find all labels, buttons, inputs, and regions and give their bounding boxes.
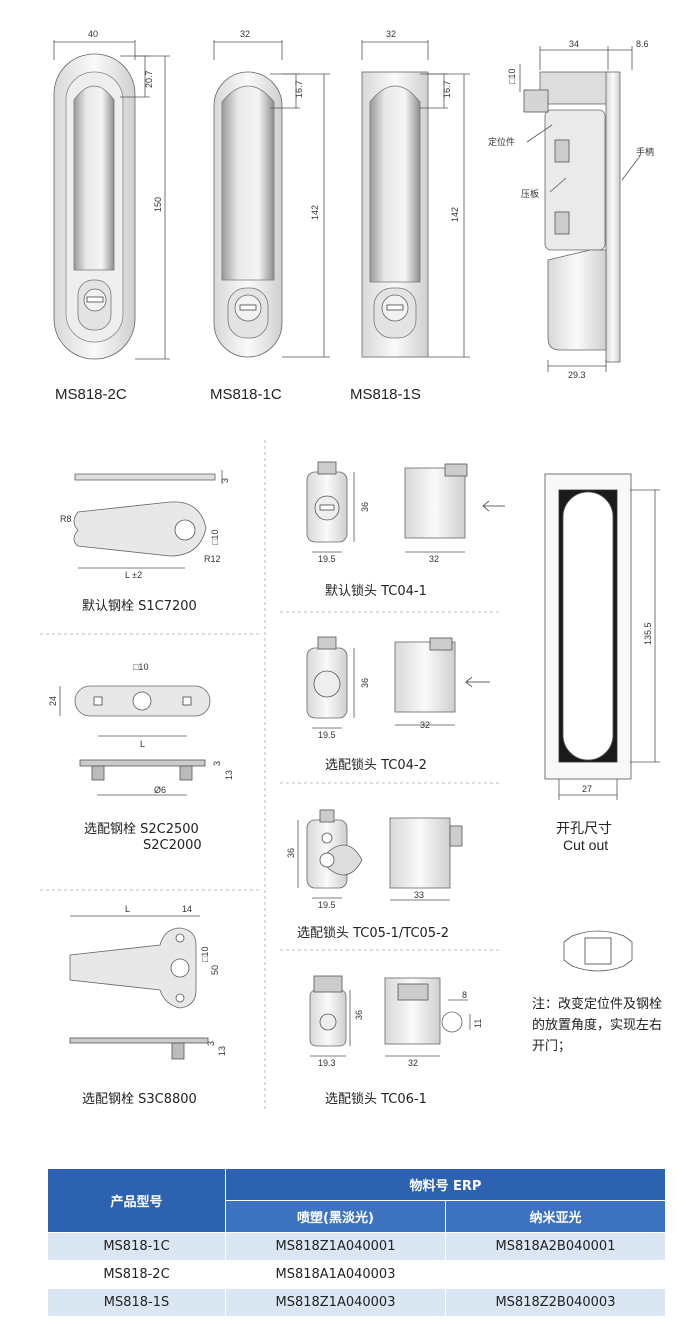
dim-side-d: 29.3 bbox=[568, 370, 586, 380]
cell-model: MS818-1S bbox=[47, 1288, 226, 1317]
model-2c-label: MS818-2C bbox=[55, 386, 127, 403]
cell-nano: MS818Z2B040003 bbox=[444, 1288, 667, 1317]
lock-tc05-drawing bbox=[297, 809, 463, 901]
table-row: MS818-2C MS818A1A040003 bbox=[47, 1260, 667, 1289]
dim-2c-top: 20.7 bbox=[144, 70, 154, 88]
model-1s-label: MS818-1S bbox=[350, 386, 421, 403]
dim-s3-l: L bbox=[125, 904, 130, 914]
table-row: MS818-1S MS818Z1A040003 MS818Z2B040003 bbox=[47, 1288, 667, 1317]
cell-nano: MS818A2B040001 bbox=[444, 1232, 667, 1261]
dim-s3-13: 13 bbox=[217, 1046, 227, 1056]
caption-tc041: 默认锁头 TC04-1 bbox=[325, 584, 427, 599]
dim-tc06-8: 8 bbox=[462, 990, 467, 1000]
dim-s2-phi6: Ø6 bbox=[154, 785, 166, 795]
dim-tc042-195: 19.5 bbox=[318, 730, 336, 740]
caption-s3: 选配钢栓 S3C8800 bbox=[82, 1092, 197, 1107]
dim-tc05-36: 36 bbox=[286, 848, 296, 858]
dim-s2-13: 13 bbox=[224, 770, 234, 780]
dim-s3-sq: □10 bbox=[200, 947, 210, 962]
cell-model: MS818-1C bbox=[47, 1232, 226, 1261]
dim-side-b: 8.6 bbox=[636, 39, 649, 49]
cell-spray: MS818Z1A040001 bbox=[225, 1232, 446, 1261]
caption-tc042: 选配锁头 TC04-2 bbox=[325, 758, 427, 773]
label-handle: 手柄 bbox=[636, 146, 654, 157]
dim-s1-l: L ±2 bbox=[125, 570, 142, 580]
bolt-s1-drawing bbox=[73, 470, 223, 569]
caption-tc06: 选配锁头 TC06-1 bbox=[325, 1092, 427, 1107]
dim-tc05-33: 33 bbox=[414, 890, 424, 900]
note-text: 注：改变定位件及钢栓的放置角度，实现左右开门； bbox=[532, 997, 663, 1054]
dim-1s-top: 16.7 bbox=[442, 80, 452, 98]
dim-1c-top: 16.7 bbox=[294, 80, 304, 98]
dim-side-c: □10 bbox=[507, 69, 517, 84]
cutout-subtitle: Cut out bbox=[563, 837, 609, 853]
dim-s2-sq: □10 bbox=[133, 662, 148, 672]
model-1c-drawing bbox=[213, 40, 330, 358]
dim-tc05-195: 19.5 bbox=[318, 900, 336, 910]
cell-nano bbox=[444, 1260, 667, 1289]
dim-tc042-36: 36 bbox=[360, 678, 370, 688]
caption-s1: 默认钢栓 S1C7200 bbox=[82, 599, 197, 614]
dim-s2-l: L bbox=[140, 739, 145, 749]
header-nano: 纳米亚光 bbox=[444, 1200, 667, 1233]
caption-s2-line1: 选配钢栓 S2C2500 bbox=[84, 822, 199, 837]
header-spray: 喷塑(黑淡光) bbox=[225, 1200, 446, 1233]
dim-s3-14: 14 bbox=[182, 904, 192, 914]
dim-1s-height: 142 bbox=[450, 207, 460, 222]
label-positioner: 定位件 bbox=[488, 136, 515, 147]
header-erp: 物料号 ERP bbox=[225, 1168, 666, 1201]
lock-tc06-drawing bbox=[309, 975, 471, 1057]
dim-s3-50: 50 bbox=[210, 965, 220, 975]
dim-tc06-11: 11 bbox=[473, 1019, 483, 1028]
lock-tc042-drawing bbox=[306, 636, 490, 729]
erp-table: 产品型号 物料号 ERP 喷塑(黑淡光) 纳米亚光 MS818-1C MS818… bbox=[47, 1168, 667, 1317]
dim-cutout-h: 135.5 bbox=[643, 622, 653, 645]
dim-tc041-36: 36 bbox=[360, 502, 370, 512]
cell-spray: MS818A1A040003 bbox=[225, 1260, 446, 1289]
bolt-s2-drawing bbox=[59, 685, 211, 796]
dim-2c-height: 150 bbox=[153, 197, 163, 212]
dim-cutout-w: 27 bbox=[582, 784, 592, 794]
model-2c-drawing bbox=[53, 40, 170, 360]
table-row: MS818-1C MS818Z1A040001 MS818A2B040001 bbox=[47, 1232, 667, 1261]
dim-side-a: 34 bbox=[569, 39, 579, 49]
dim-s3-3: 3 bbox=[206, 1041, 216, 1046]
dim-tc042-32: 32 bbox=[420, 720, 430, 730]
header-model: 产品型号 bbox=[47, 1168, 226, 1233]
bolt-s3-drawing bbox=[69, 915, 209, 1060]
model-1c-label: MS818-1C bbox=[210, 386, 282, 403]
dim-s2-24: 24 bbox=[48, 696, 58, 706]
dim-2c-width: 40 bbox=[88, 29, 98, 39]
dim-1s-width: 32 bbox=[386, 29, 396, 39]
dim-1c-height: 142 bbox=[310, 205, 320, 220]
dim-tc06-32: 32 bbox=[408, 1058, 418, 1068]
cutout-title: 开孔尺寸 bbox=[556, 821, 612, 837]
label-plate: 压板 bbox=[521, 188, 539, 199]
cell-spray: MS818Z1A040003 bbox=[225, 1288, 446, 1317]
square-hole-icon bbox=[563, 930, 633, 972]
dim-tc041-32: 32 bbox=[429, 554, 439, 564]
dim-s2-3: 3 bbox=[212, 761, 222, 766]
dim-tc041-195: 19.5 bbox=[318, 554, 336, 564]
dim-s1-sq: □10 bbox=[210, 530, 220, 545]
dim-s1-3: 3 bbox=[220, 478, 230, 483]
cell-model: MS818-2C bbox=[47, 1260, 226, 1289]
side-view-drawing bbox=[519, 46, 641, 372]
dim-1c-width: 32 bbox=[240, 29, 250, 39]
dim-tc06-193: 19.3 bbox=[318, 1058, 336, 1068]
dim-s1-r12: R12 bbox=[204, 554, 221, 564]
dim-s1-r8: R8 bbox=[60, 514, 72, 524]
cutout-drawing bbox=[544, 473, 660, 800]
caption-tc05: 选配锁头 TC05-1/TC05-2 bbox=[297, 926, 450, 941]
separators bbox=[40, 440, 500, 1110]
model-1s-drawing bbox=[361, 40, 470, 358]
dim-tc06-36: 36 bbox=[354, 1010, 364, 1020]
caption-s2-line2: S2C2000 bbox=[143, 838, 202, 853]
lock-tc041-drawing bbox=[306, 461, 505, 553]
